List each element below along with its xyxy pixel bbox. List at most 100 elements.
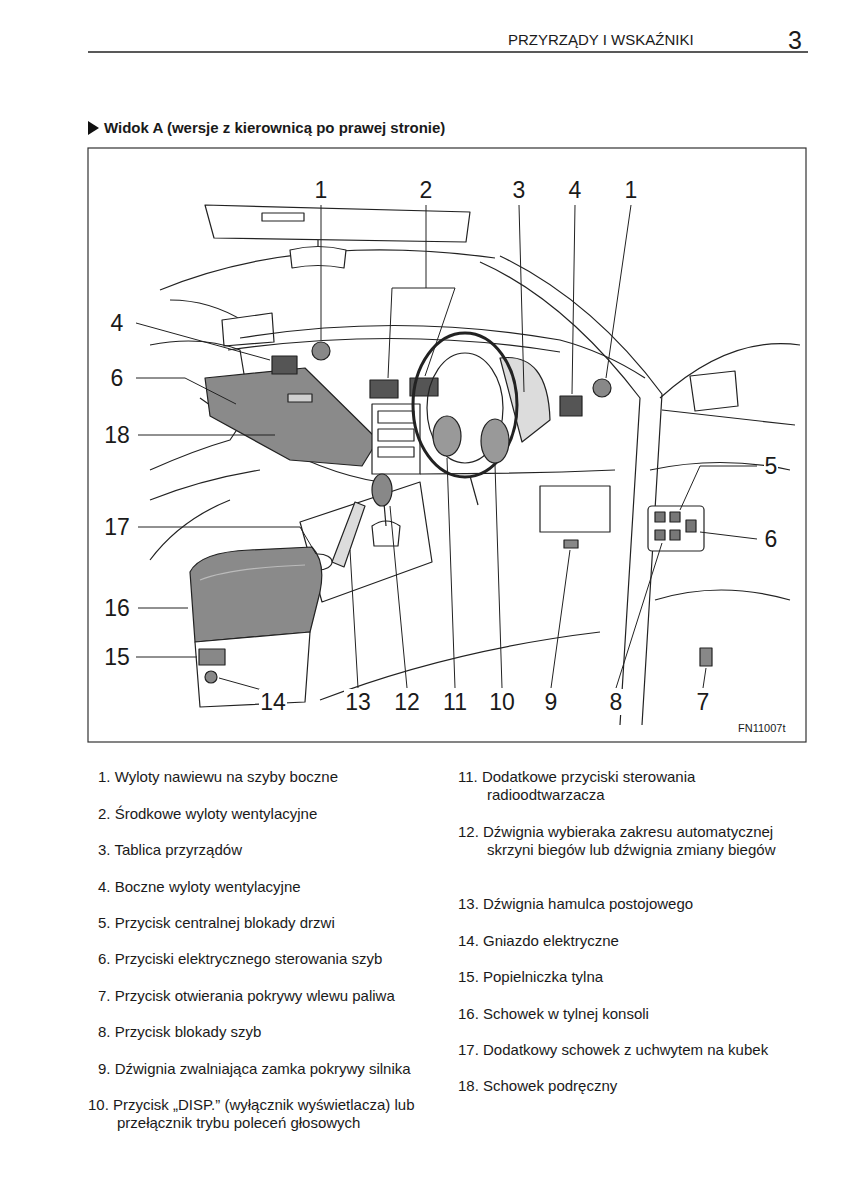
legend-item: 11. Dodatkowe przyciski sterowania radio… xyxy=(458,768,806,804)
illustration-part xyxy=(205,671,217,683)
page-number: 3 xyxy=(788,26,802,54)
callout-number: 8 xyxy=(609,689,624,715)
callout-number: 10 xyxy=(488,689,516,715)
legend-item: 6. Przyciski elektrycznego sterowania sz… xyxy=(98,950,440,968)
illustration-part xyxy=(686,520,696,532)
illustration-part xyxy=(551,550,570,688)
leader-lines xyxy=(136,205,757,690)
illustration-part xyxy=(199,649,225,665)
illustration-part xyxy=(150,500,230,560)
illustration-part xyxy=(690,371,738,411)
illustration-part xyxy=(378,411,414,423)
illustration-part xyxy=(447,458,455,688)
illustration-part xyxy=(670,530,680,540)
callout-number: 15 xyxy=(103,644,131,670)
callout-number: 7 xyxy=(696,689,711,715)
illustration-part xyxy=(290,247,346,269)
illustration-part xyxy=(190,547,322,642)
illustration-part xyxy=(655,530,665,540)
illustration-part xyxy=(272,356,297,374)
legend-item: 17. Dodatkowy schowek z uchwytem na kube… xyxy=(458,1041,806,1059)
illustration-part xyxy=(680,466,757,510)
illustration-part xyxy=(390,506,407,688)
illustration-part xyxy=(655,512,665,522)
illustration-part xyxy=(388,205,455,378)
legend-item: 15. Popielniczka tylna xyxy=(458,968,806,986)
legend-item: 18. Schowek podręczny xyxy=(458,1077,806,1095)
illustration-part xyxy=(370,380,398,398)
illustration-part xyxy=(606,205,631,378)
legend-item: 5. Przycisk centralnej blokady drzwi xyxy=(98,914,440,932)
illustration-part xyxy=(481,419,509,463)
illustration-part xyxy=(138,608,188,609)
car-interior xyxy=(150,205,800,725)
illustration-part xyxy=(384,503,386,526)
illustration-part xyxy=(321,205,322,340)
legend-item: 7. Przycisk otwierania pokrywy wlewu pal… xyxy=(98,987,440,1005)
illustration-part xyxy=(138,527,316,554)
illustration-part xyxy=(332,502,365,567)
illustration-part xyxy=(495,465,502,688)
illustration-part xyxy=(560,396,582,416)
callout-number: 1 xyxy=(314,177,329,203)
illustration-part xyxy=(195,632,310,707)
figure-code: FN11007t xyxy=(738,721,786,735)
illustration-part xyxy=(703,668,706,688)
illustration-part xyxy=(205,368,378,466)
legend-item: 13. Dźwignia hamulca postojowego xyxy=(458,895,806,913)
illustration-part xyxy=(228,338,560,352)
legend-item: 14. Gniazdo elektryczne xyxy=(458,932,806,950)
illustration-part xyxy=(222,313,274,346)
callout-number: 5 xyxy=(764,453,779,479)
callout-number: 3 xyxy=(512,177,527,203)
illustration-part xyxy=(288,394,312,402)
callout-number: 6 xyxy=(764,526,779,552)
callout-number: 6 xyxy=(110,365,125,391)
callout-number: 4 xyxy=(110,310,125,336)
callout-number: 1 xyxy=(624,177,639,203)
illustration-part xyxy=(662,410,795,425)
illustration-part xyxy=(200,565,305,580)
illustration-part xyxy=(205,205,470,242)
illustration-part xyxy=(572,205,575,394)
callout-number: 11 xyxy=(442,689,468,715)
legend-item: 8. Przycisk blokady szyb xyxy=(98,1023,440,1041)
legend-item: 16. Schowek w tylnej konsoli xyxy=(458,1005,806,1023)
section-header: PRZYRZĄDY I WSKAŹNIKI xyxy=(508,31,694,49)
illustration-part xyxy=(700,648,712,666)
illustration-part xyxy=(378,429,414,441)
callout-number: 9 xyxy=(544,689,559,715)
legend-item: 4. Boczne wyloty wentylacyjne xyxy=(98,878,440,896)
illustration-part xyxy=(372,474,392,506)
illustration-part xyxy=(150,470,260,500)
legend-item: 9. Dźwignia zwalniająca zamka pokrywy si… xyxy=(98,1060,440,1078)
view-title: Widok A (wersje z kierownicą po prawej s… xyxy=(104,119,445,136)
illustration-part xyxy=(700,532,757,539)
illustration-part xyxy=(433,416,461,456)
callout-number: 13 xyxy=(344,689,372,715)
legend-item: 12. Dźwignia wybieraka zakresu automatyc… xyxy=(458,823,806,859)
illustration-part xyxy=(616,543,662,688)
illustration-part xyxy=(150,341,245,380)
illustration-part xyxy=(540,486,610,532)
illustration-part xyxy=(138,435,275,436)
illustration-part xyxy=(519,205,524,392)
illustration-part xyxy=(136,323,270,360)
illustration-part xyxy=(136,378,236,404)
legend-item: 3. Tablica przyrządów xyxy=(98,841,440,859)
illustration-part xyxy=(470,476,478,505)
callout-number: 18 xyxy=(103,422,131,448)
illustration-part xyxy=(660,344,800,398)
callout-number: 14 xyxy=(259,689,287,715)
illustration-part xyxy=(564,540,578,548)
header-rule xyxy=(88,51,808,53)
illustration-part xyxy=(219,678,262,690)
illustration-part xyxy=(655,590,790,600)
legend-item: 2. Środkowe wyloty wentylacyjne xyxy=(98,805,440,823)
legend-item: 10. Przycisk „DISP.” (wyłącznik wyświetl… xyxy=(88,1096,440,1132)
callout-number: 17 xyxy=(103,514,131,540)
title-marker xyxy=(88,121,99,135)
illustration-part xyxy=(500,256,662,725)
illustration-part xyxy=(648,506,704,551)
illustration-part xyxy=(312,342,330,360)
